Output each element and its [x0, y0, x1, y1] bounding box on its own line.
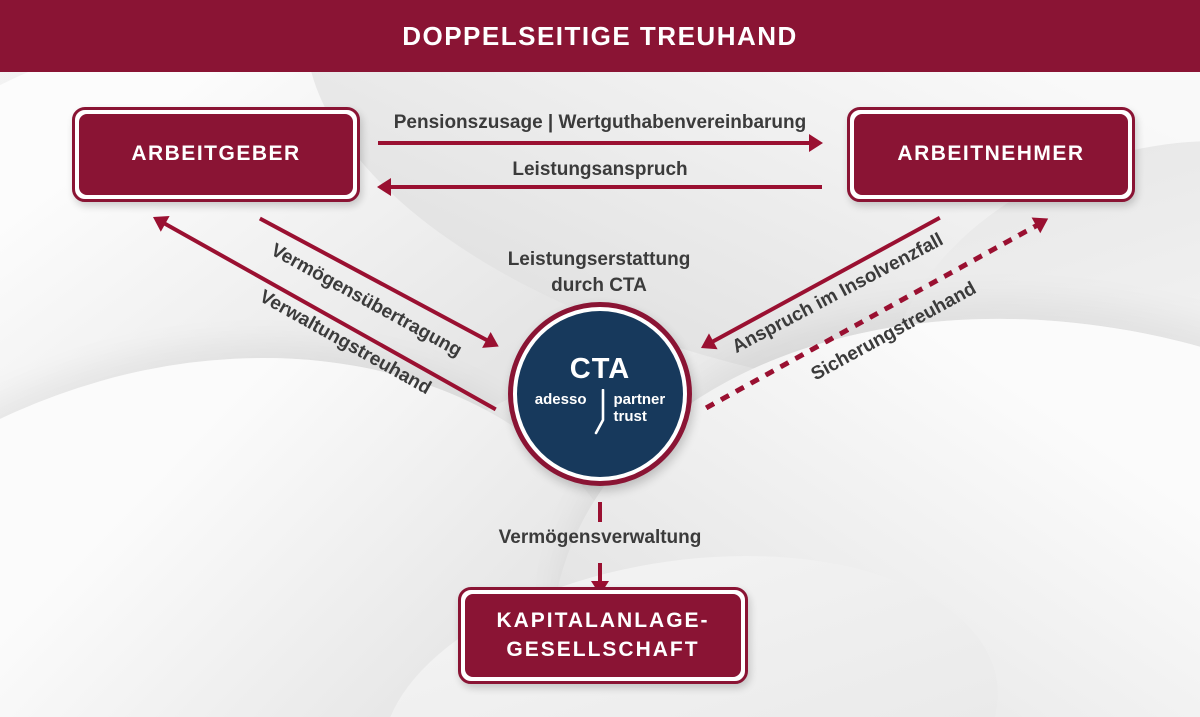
restitution-line1: Leistungserstattung [507, 249, 691, 270]
arrowhead-right-icon [809, 134, 823, 152]
asset-management-stub-line [598, 502, 602, 522]
node-arbeitnehmer-face: ARBEITNEHMER [854, 114, 1128, 195]
pension-arrow [377, 134, 823, 152]
node-arbeitnehmer: ARBEITNEHMER [847, 107, 1135, 202]
node-fund-label-line2: GESELLSCHAFT [506, 637, 700, 661]
brand-adesso-label: adesso [534, 391, 587, 408]
page-title: DOPPELSEITIGE TREUHAND [402, 20, 798, 51]
cta-label: CTA [569, 353, 631, 385]
brand-partner-trust: partner trust [614, 391, 666, 426]
node-arbeitnehmer-label: ARBEITNEHMER [897, 142, 1085, 166]
node-arbeitgeber-label: ARBEITGEBER [131, 142, 301, 166]
arrow-shaft [598, 563, 602, 582]
claim-label: Leistungsanspruch [512, 159, 688, 180]
arrow-shaft [378, 141, 810, 145]
brand-divider-icon [594, 389, 604, 435]
arrow-shaft [390, 185, 822, 189]
node-kapitalanlagegesellschaft-face: KAPITALANLAGE- GESELLSCHAFT [465, 594, 741, 677]
claim-arrow [377, 178, 823, 196]
cta-circle-face: CTA adesso partner trust [517, 311, 683, 477]
asset-management-label: Vermögensverwaltung [498, 527, 702, 548]
node-arbeitgeber: ARBEITGEBER [72, 107, 360, 202]
adesso-partner-trust-logo: adesso partner trust [535, 389, 665, 435]
pension-label: Pensionszusage | Wertguthabenvereinbarun… [393, 112, 807, 133]
brand-partner-label: partner [613, 391, 666, 408]
node-fund-label-line1: KAPITALANLAGE- [496, 609, 710, 633]
arrowhead-left-icon [377, 178, 391, 196]
title-banner: DOPPELSEITIGE TREUHAND [0, 0, 1200, 72]
restitution-line2: durch CTA [551, 274, 647, 296]
node-kapitalanlagegesellschaft: KAPITALANLAGE- GESELLSCHAFT [458, 587, 748, 684]
restitution-label: Leistungserstattung durch CTA [469, 247, 729, 298]
node-arbeitgeber-face: ARBEITGEBER [79, 114, 353, 195]
brand-trust-label: trust [613, 408, 647, 426]
node-cta: CTA adesso partner trust [508, 302, 692, 486]
